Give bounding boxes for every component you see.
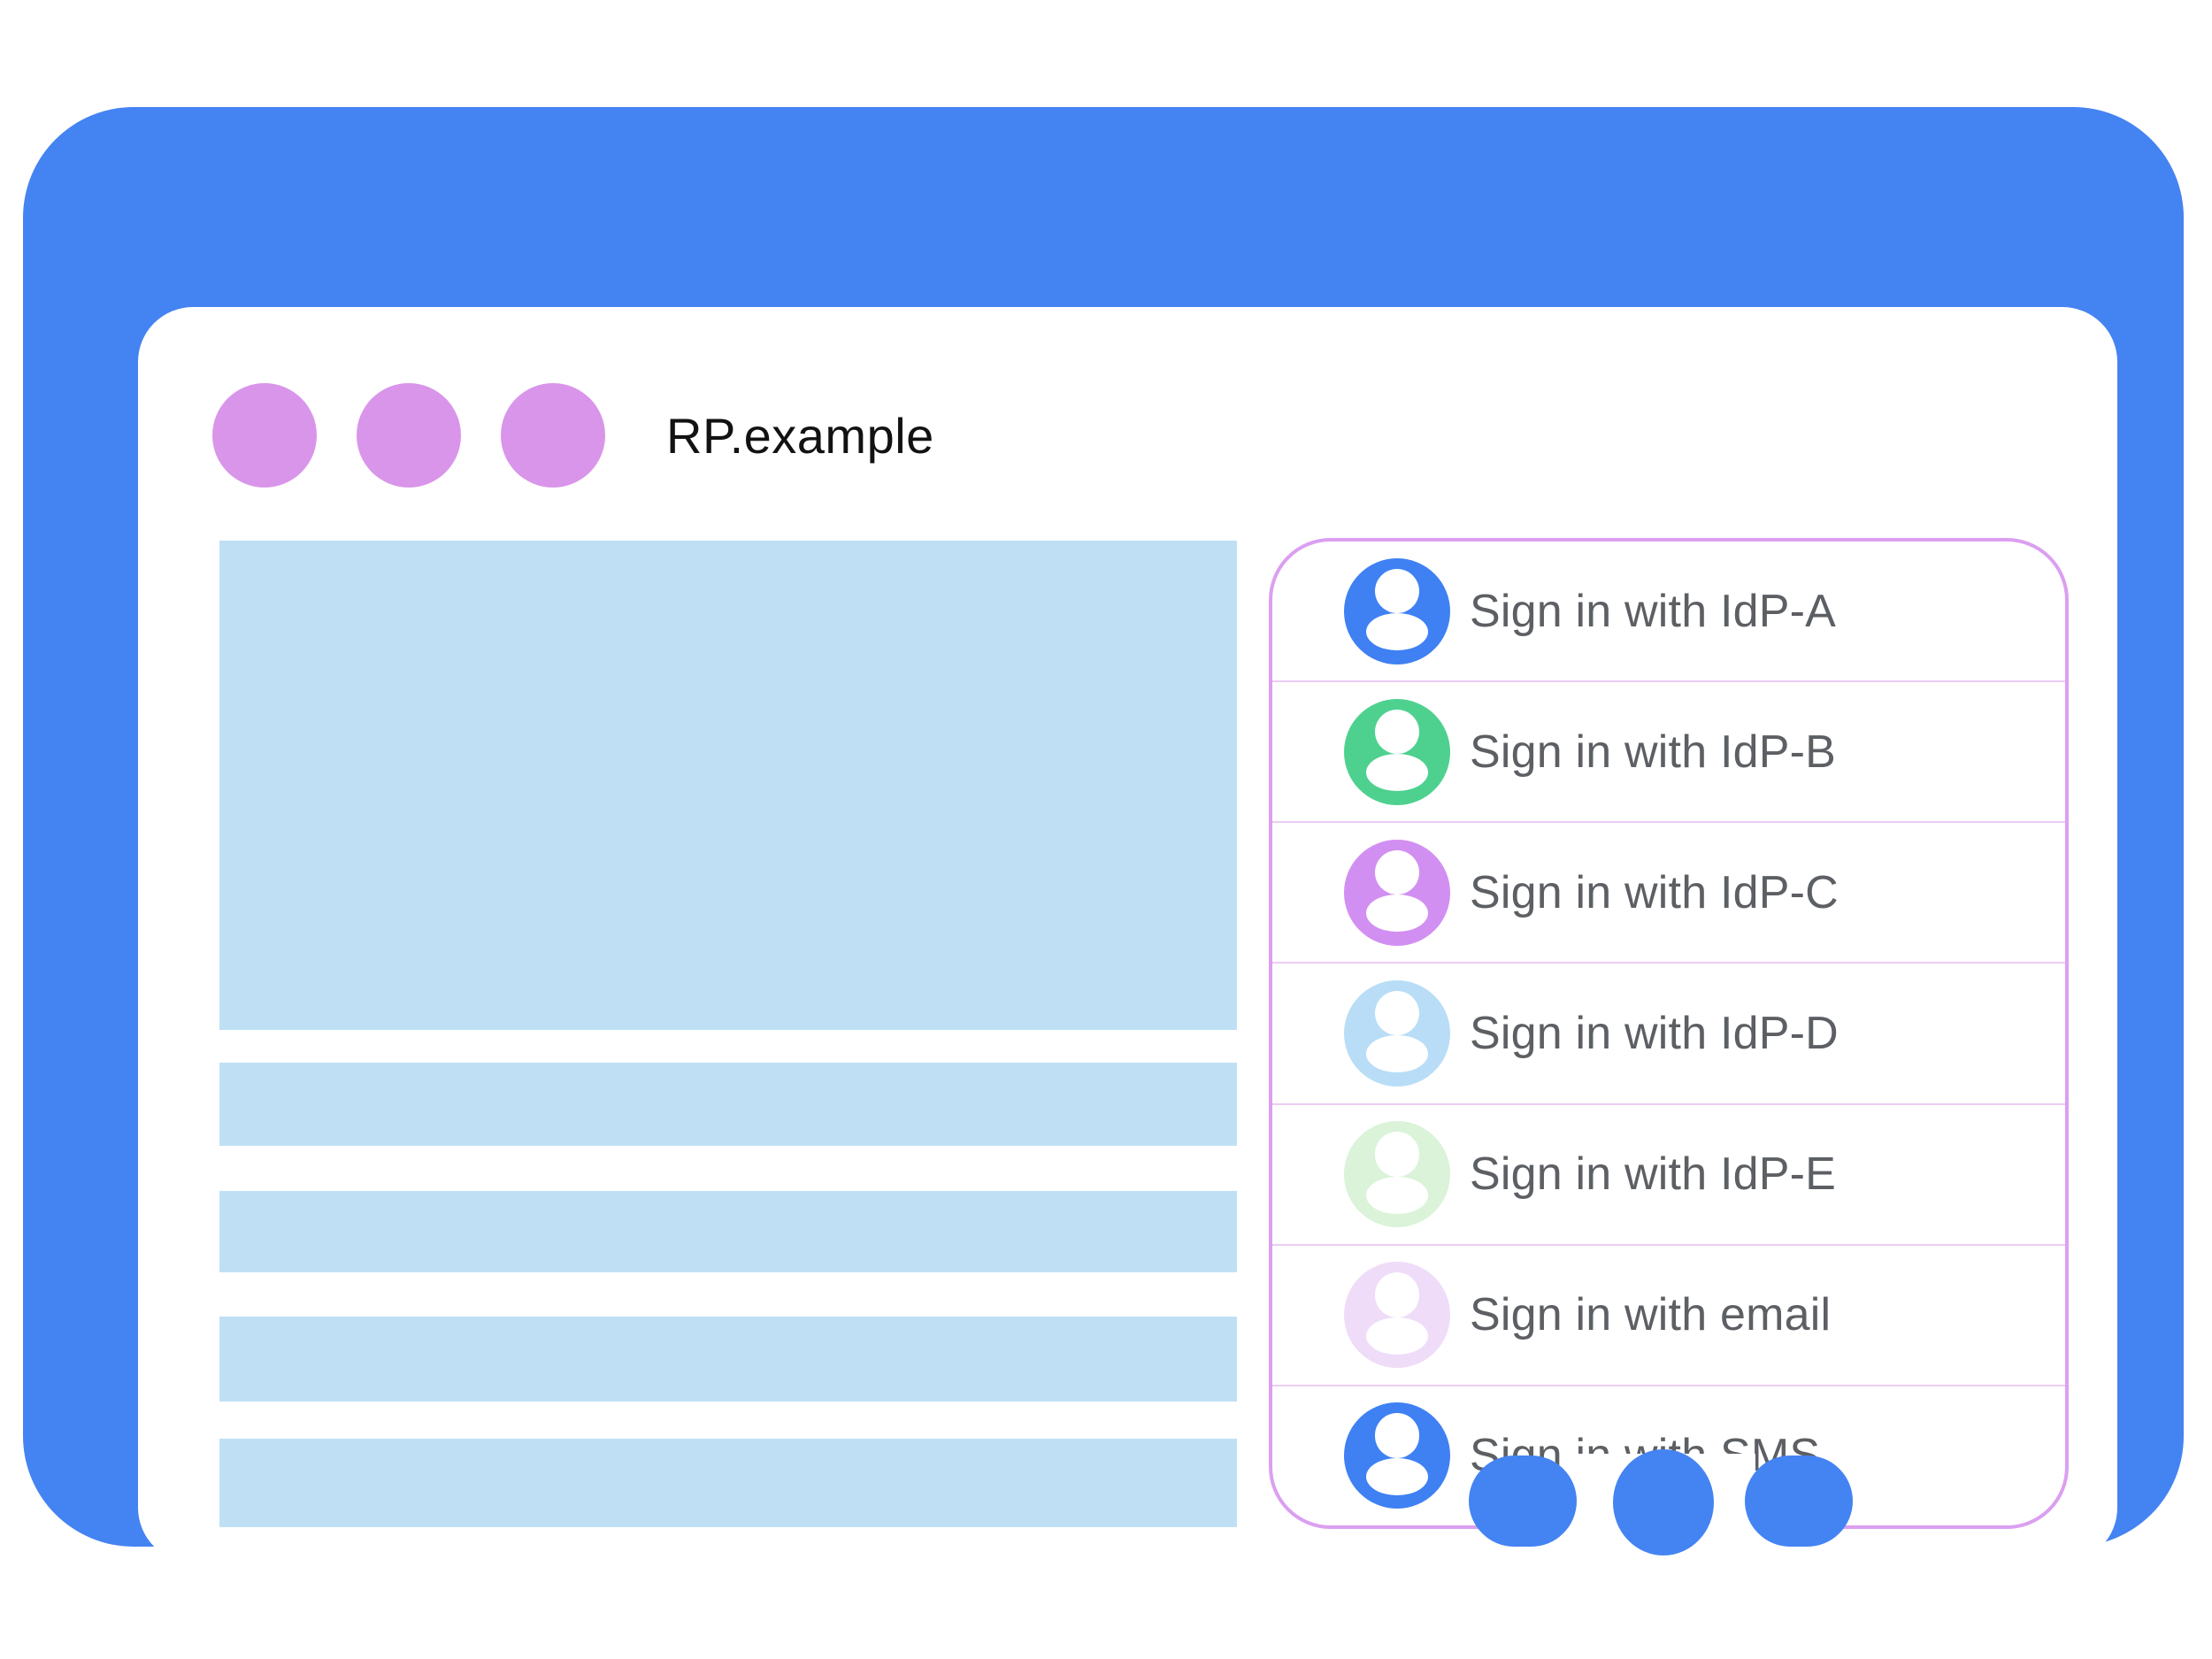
avatar-body-shape [1366,1317,1428,1355]
content-line-placeholder [219,1317,1237,1402]
window-control-dot [212,383,317,488]
sign-in-option-email[interactable]: Sign in with email [1272,1243,2065,1385]
avatar-head-shape [1374,1272,1420,1317]
sign-in-option-idp-d[interactable]: Sign in with IdP-D [1272,962,2065,1102]
bezel-bar-left-cap [1469,1455,1577,1547]
avatar-body-shape [1366,754,1428,792]
browser-frame: RP.example Sign in with IdP-A [23,107,2184,1563]
content-line-placeholder [219,1191,1237,1272]
window-control-dot [501,383,605,488]
account-avatar-icon [1344,839,1450,946]
account-chooser-panel: Sign in with IdP-A Sign in with IdP-B Si… [1269,538,2069,1529]
sign-in-option-idp-e[interactable]: Sign in with IdP-E [1272,1102,2065,1244]
home-button[interactable] [1613,1449,1714,1555]
account-avatar-icon [1344,698,1450,805]
bezel-bar-right-cap [1745,1455,1853,1547]
sign-in-option-label: Sign in with IdP-A [1470,585,1837,637]
window-controls: RP.example [212,383,934,488]
avatar-head-shape [1374,568,1420,613]
sign-in-option-idp-c[interactable]: Sign in with IdP-C [1272,821,2065,962]
account-avatar-icon [1344,1402,1450,1509]
avatar-body-shape [1366,1035,1428,1073]
avatar-head-shape [1374,849,1420,895]
content-hero-placeholder [219,541,1237,1030]
sign-in-option-label: Sign in with IdP-E [1470,1148,1837,1201]
avatar-body-shape [1366,1457,1428,1495]
avatar-head-shape [1374,709,1420,755]
sign-in-option-label: Sign in with IdP-D [1470,1007,1839,1059]
avatar-body-shape [1366,612,1428,650]
account-avatar-icon [1344,557,1450,664]
sign-in-option-label: Sign in with email [1470,1289,1832,1341]
avatar-head-shape [1374,1413,1420,1458]
avatar-body-shape [1366,895,1428,933]
sign-in-option-idp-a[interactable]: Sign in with IdP-A [1272,541,2065,680]
sign-in-option-label: Sign in with IdP-B [1470,726,1837,778]
window-control-dot [357,383,461,488]
avatar-body-shape [1366,1176,1428,1214]
content-line-placeholder [219,1439,1237,1527]
page-title: RP.example [666,407,934,464]
account-avatar-icon [1344,979,1450,1087]
content-line-placeholder [219,1063,1237,1146]
account-avatar-icon [1344,1262,1450,1369]
browser-window: RP.example Sign in with IdP-A [138,307,2117,1563]
sign-in-option-idp-b[interactable]: Sign in with IdP-B [1272,680,2065,821]
sign-in-option-label: Sign in with IdP-C [1470,866,1839,918]
avatar-head-shape [1374,990,1420,1036]
avatar-head-shape [1374,1132,1420,1177]
account-avatar-icon [1344,1121,1450,1228]
